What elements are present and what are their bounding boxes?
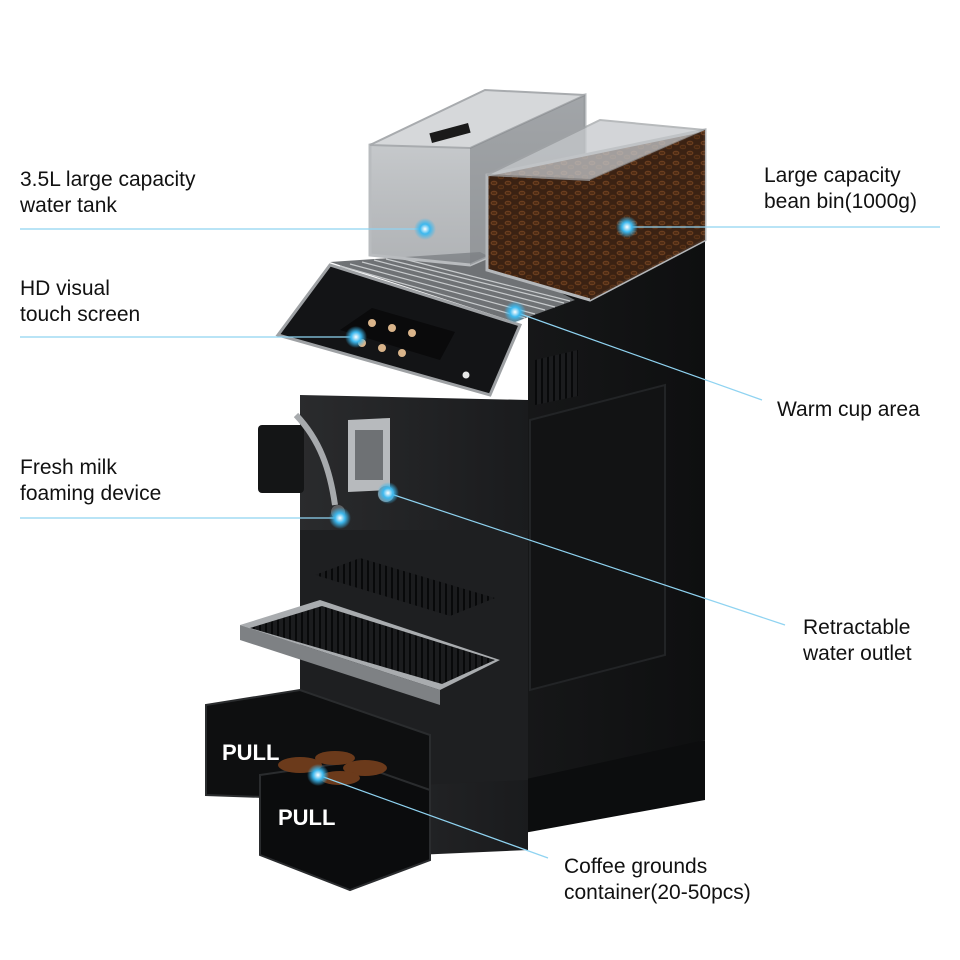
callout-grounds-container-line-2: container(20-50pcs) [564,881,751,904]
callout-warm-cup: Warm cup area [777,397,920,423]
callout-water-outlet: Retractable water outlet [803,615,912,667]
leader-line-grounds-container [317,774,549,859]
callout-water-tank-line-1: 3.5L large capacity [20,168,196,191]
marker-dot-warm-cup [504,301,526,323]
callout-bean-bin-line-2: bean bin(1000g) [764,190,917,213]
callout-warm-cup-line-1: Warm cup area [777,398,920,421]
cup-platform [315,558,495,616]
marker-dot-grounds-container [307,764,329,786]
milk-frother [258,425,304,493]
callout-water-outlet-line-2: water outlet [803,642,912,665]
callout-hd-screen-line-1: HD visual [20,277,110,300]
drawer-pull-label-back: PULL [222,740,279,765]
callout-water-outlet-line-1: Retractable [803,616,911,639]
callout-water-tank: 3.5L large capacity water tank [20,167,196,219]
leader-line-water-outlet [387,492,786,626]
marker-dot-bean-bin [616,216,638,238]
callout-hd-screen-line-2: touch screen [20,303,141,326]
marker-dot-water-outlet [377,482,399,504]
callout-milk-foaming-line-2: foaming device [20,482,162,505]
drawer-pull-label-front: PULL [278,805,335,830]
callout-water-tank-line-2: water tank [20,194,117,217]
marker-dot-water-tank [414,218,436,240]
marker-dot-milk-foaming [329,507,351,529]
callout-milk-foaming: Fresh milk foaming device [20,455,161,507]
callout-bean-bin: Large capacity bean bin(1000g) [764,163,917,215]
callout-hd-screen: HD visual touch screen [20,276,140,328]
side-panel-door [529,383,666,692]
callout-milk-foaming-line-1: Fresh milk [20,456,117,479]
marker-dot-hd-screen [345,326,367,348]
callout-bean-bin-line-1: Large capacity [764,164,901,187]
leader-line-warm-cup [514,311,763,401]
callout-grounds-container-line-1: Coffee grounds [564,855,708,878]
callout-grounds-container: Coffee grounds container(20-50pcs) [564,854,751,906]
side-vent [535,350,578,405]
